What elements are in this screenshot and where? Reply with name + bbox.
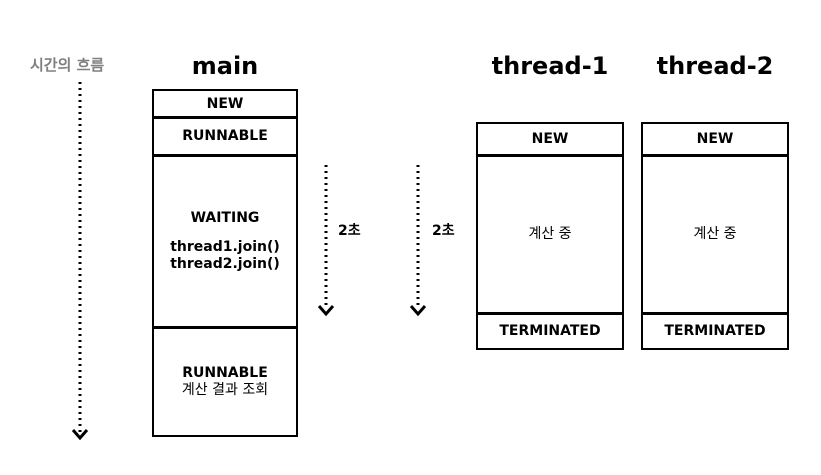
thread1-title: thread-1	[491, 52, 609, 80]
main-state-new: NEW	[152, 89, 298, 119]
thread1-state-terminated: TERMINATED	[476, 312, 624, 350]
thread2-title: thread-2	[656, 52, 774, 80]
thread1-state-new-label: NEW	[531, 131, 569, 147]
thread1-state-computing: 계산 중	[476, 154, 624, 315]
duration-label-threads: 2초	[432, 223, 455, 239]
thread2-state-new: NEW	[641, 122, 789, 157]
duration-arrow-threads	[409, 165, 427, 317]
main-state-runnable-label: RUNNABLE	[182, 128, 268, 144]
main-state-runnable-result: RUNNABLE 계산 결과 조회	[152, 326, 298, 437]
thread2-computing-label: 계산 중	[693, 226, 737, 242]
duration-arrow-main	[317, 165, 335, 317]
main-state-runnable: RUNNABLE	[152, 116, 298, 157]
main-state-runnable2-label: RUNNABLE	[182, 364, 268, 381]
thread1-state-new: NEW	[476, 122, 624, 157]
thread2-state-computing: 계산 중	[641, 154, 789, 315]
thread1-state-terminated-label: TERMINATED	[499, 322, 601, 339]
main-join-thread1: thread1.join()	[170, 239, 280, 255]
thread2-state-terminated-label: TERMINATED	[664, 322, 766, 339]
time-axis-arrow	[71, 82, 89, 441]
main-state-waiting: WAITING thread1.join() thread2.join()	[152, 154, 298, 329]
main-state-new-label: NEW	[206, 95, 244, 112]
thread2-state-terminated: TERMINATED	[641, 312, 789, 350]
main-title: main	[191, 52, 259, 80]
duration-label-main: 2초	[338, 223, 361, 239]
main-result-label: 계산 결과 조회	[181, 381, 269, 398]
main-state-waiting-label: WAITING	[190, 210, 260, 226]
time-axis-label: 시간의 흐름	[30, 56, 105, 74]
main-join-thread2: thread2.join()	[170, 256, 280, 272]
thread1-computing-label: 계산 중	[528, 226, 572, 242]
thread2-state-new-label: NEW	[696, 131, 734, 147]
